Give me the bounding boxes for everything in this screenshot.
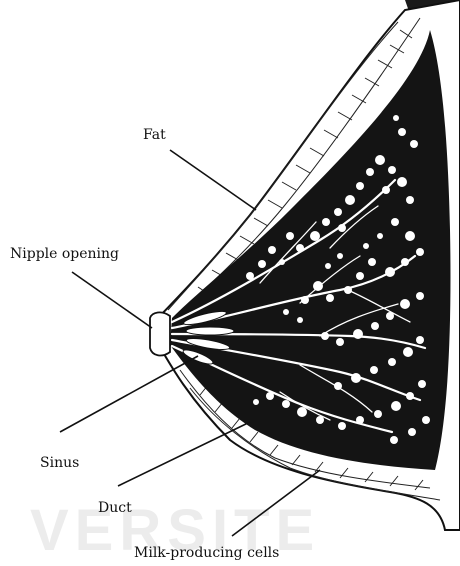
milk-producing-cells-label: Milk-producing cells <box>134 545 279 561</box>
sinus-label: Sinus <box>40 455 79 471</box>
duct-leader <box>118 422 250 486</box>
nipple-opening-leader <box>72 272 152 328</box>
fat-label: Fat <box>143 127 166 143</box>
nipple-opening-label: Nipple opening <box>10 246 119 262</box>
sinus-leader <box>60 356 198 432</box>
fat-leader <box>170 150 256 210</box>
nipple <box>150 312 170 355</box>
duct-label: Duct <box>98 500 132 516</box>
